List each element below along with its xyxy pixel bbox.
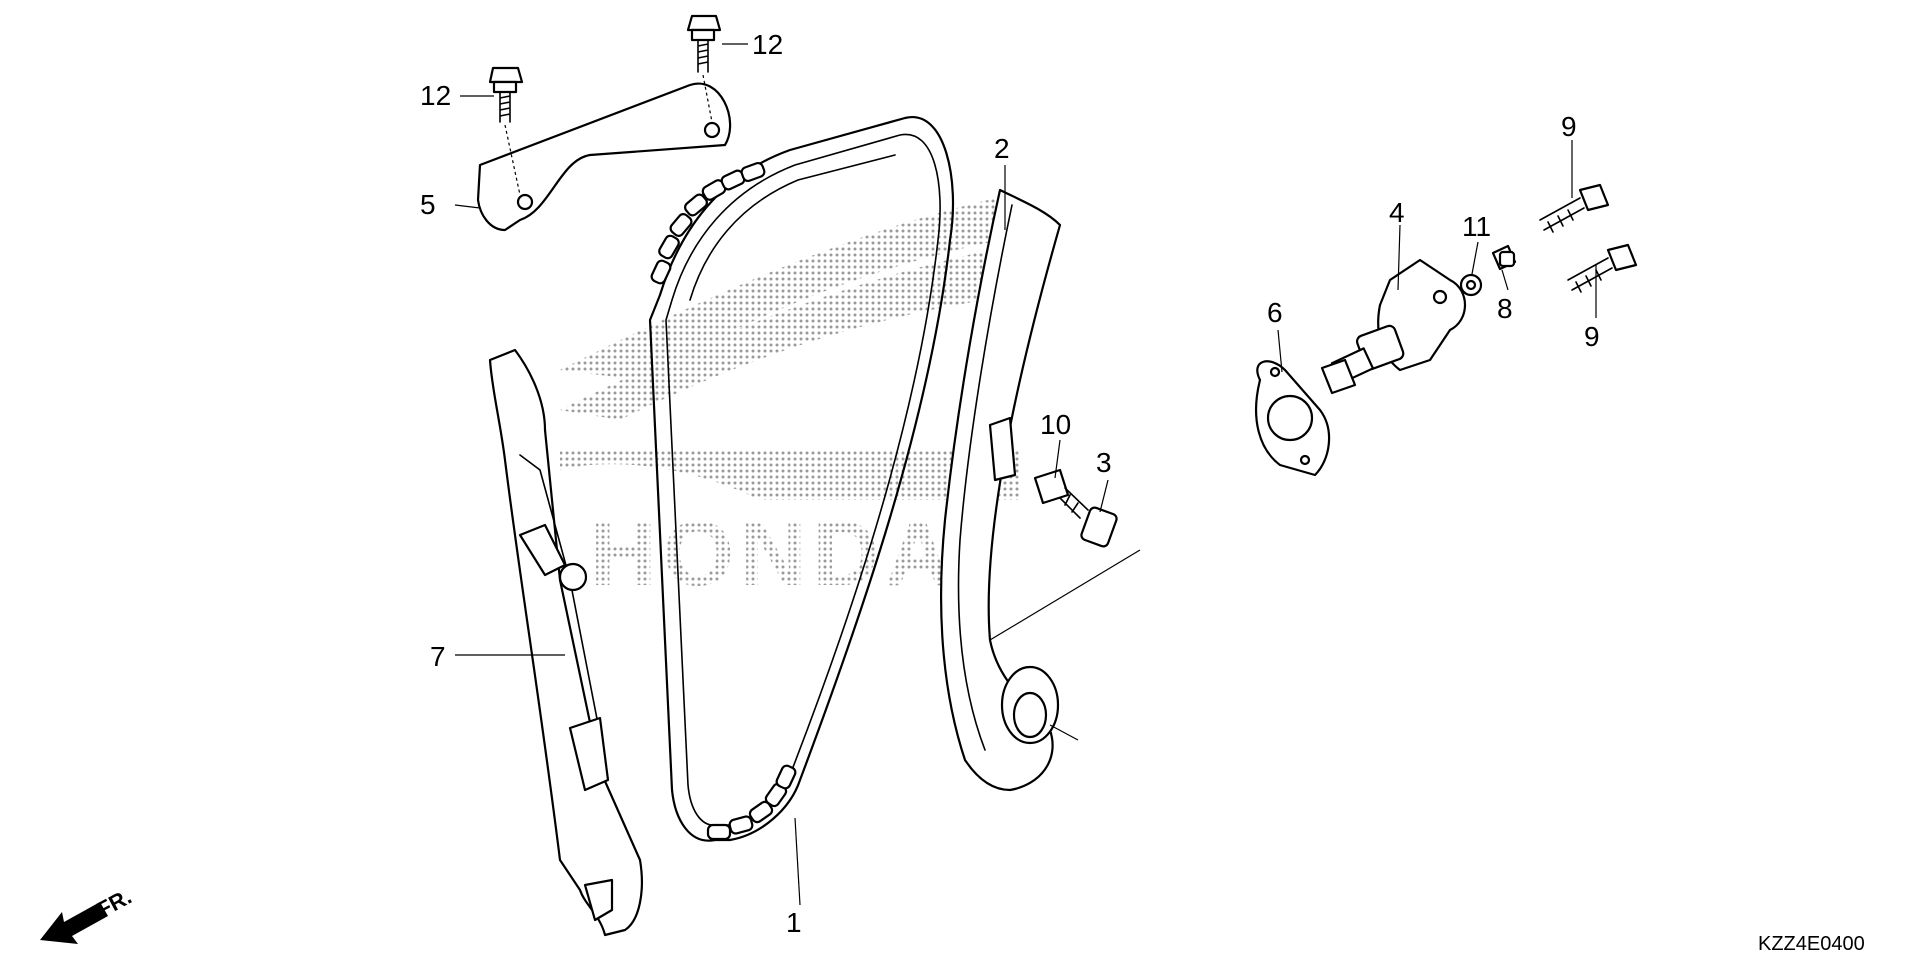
flange-bolt-lower [1567,243,1638,293]
callout-1: 1 [786,907,802,938]
leader-lines [454,43,1597,906]
collar [1080,506,1118,548]
callout-10: 10 [1040,409,1071,440]
callouts: 1 2 3 4 5 6 7 8 9 9 10 11 12 12 [420,29,1600,938]
callout-12-right: 12 [752,29,783,60]
callout-9-lower: 9 [1584,321,1600,352]
chain-guide [488,348,643,937]
bolt-right [686,14,722,123]
flange-bolt-upper [1539,183,1610,233]
callout-7: 7 [430,641,446,672]
watermark-logo: HONDA [560,195,1020,605]
chain-links-top [650,161,766,285]
callout-2: 2 [994,133,1010,164]
gasket [1255,360,1331,477]
chain-guide-plate [476,82,732,232]
callout-9-upper: 9 [1561,111,1577,142]
callout-4: 4 [1389,197,1405,228]
sealing-bolt [1491,244,1517,271]
callout-8: 8 [1497,293,1513,324]
callout-11: 11 [1462,211,1491,242]
callout-3: 3 [1096,447,1112,478]
tensioner-arm [939,188,1079,792]
diagram-code: KZZ4E0400 [1758,933,1865,955]
cam-chain [648,115,955,842]
chain-links-bottom [706,764,797,841]
tensioner-lifter [1320,258,1466,395]
callout-5: 5 [420,189,436,220]
washer [1459,273,1483,297]
callout-6: 6 [1267,297,1283,328]
front-arrow-icon [40,902,108,944]
watermark-text: HONDA [590,503,957,605]
callout-12-left: 12 [420,80,451,111]
pivot-bolt [1033,468,1089,519]
bolt-left [488,66,524,196]
front-direction-indicator: FR. [40,884,136,944]
